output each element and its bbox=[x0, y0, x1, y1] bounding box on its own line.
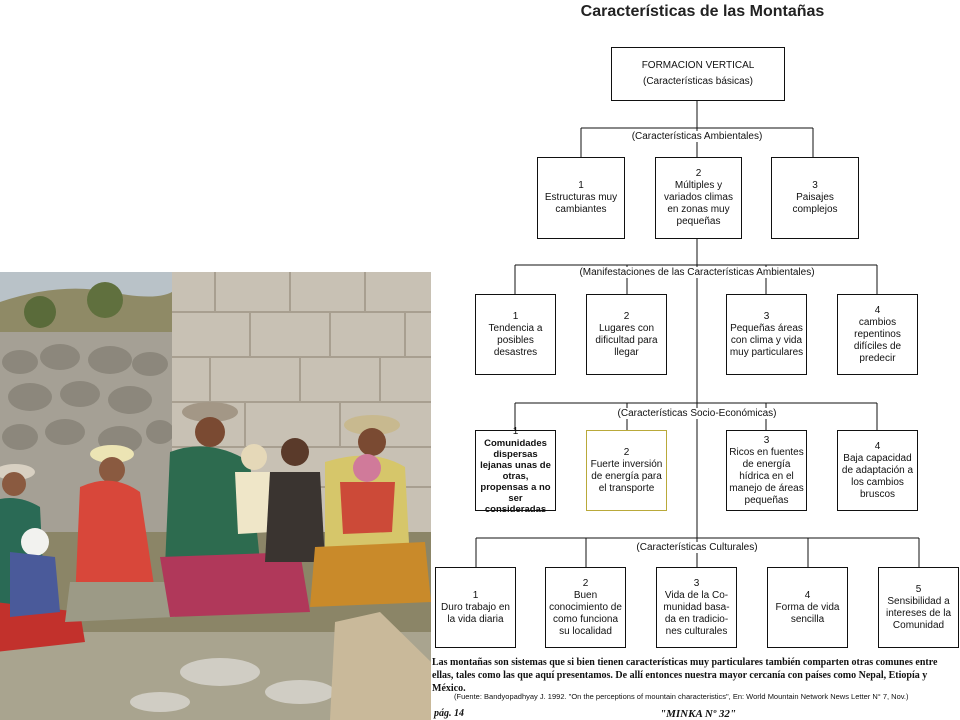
box-text: Buen conocimiento de como funciona su lo… bbox=[549, 589, 622, 637]
box-text: Lugares con dificultad para llegar bbox=[595, 322, 658, 358]
box-text: Tendencia a posibles desastres bbox=[488, 322, 543, 358]
box-text: Sensibilidad a intereses de la Comunidad bbox=[885, 595, 952, 631]
manifestacion-box-2: 2 Lugares con dificultad para llegar bbox=[586, 294, 667, 375]
box-number: 1 bbox=[512, 426, 519, 437]
ambiental-box-1: 1 Estructuras muy cambiantes bbox=[537, 157, 625, 239]
box-text: cambios repentinos difíciles de predecir bbox=[853, 316, 902, 364]
socioeconomica-box-1: 1 Comunidades dispersas lejanas unas de … bbox=[475, 426, 556, 515]
page-number: pág. 14 bbox=[434, 708, 464, 719]
box-number: 1 bbox=[578, 180, 584, 191]
box-number: 3 bbox=[693, 577, 700, 589]
box-number: 5 bbox=[915, 583, 922, 595]
socioeconomica-box-3: 3 Ricos en fuentes de energía hídrica en… bbox=[726, 430, 807, 511]
box-text: Forma de vida sencilla bbox=[775, 601, 840, 625]
group-label-culturales: (Características Culturales) bbox=[634, 542, 760, 553]
cultural-box-5: 5 Sensibilidad a intereses de la Comunid… bbox=[878, 567, 959, 648]
box-number: 2 bbox=[582, 577, 589, 589]
box-number: 4 bbox=[874, 304, 881, 316]
box-text: Múltiples y variados climas en zonas muy… bbox=[664, 180, 733, 227]
box-text: Duro trabajo en la vida diaria bbox=[441, 601, 510, 625]
box-text: Vida de la Co-munidad basa-da en tradici… bbox=[663, 589, 730, 637]
socioeconomica-box-4: 4 Baja capacidad de adaptación a los cam… bbox=[837, 430, 918, 511]
ambiental-box-3: 3 Paisajes complejos bbox=[771, 157, 859, 239]
box-number: 3 bbox=[812, 180, 818, 191]
manifestacion-box-4: 4 cambios repentinos difíciles de predec… bbox=[837, 294, 918, 375]
footnote-paragraph: Las montañas son sistemas que si bien ti… bbox=[432, 657, 938, 694]
cultural-box-4: 4 Forma de vida sencilla bbox=[767, 567, 848, 648]
box-text: Ricos en fuentes de energía hídrica en e… bbox=[729, 446, 804, 506]
cultural-box-2: 2 Buen conocimiento de como funciona su … bbox=[545, 567, 626, 648]
group-label-ambientales: (Características Ambientales) bbox=[629, 131, 765, 142]
manifestacion-box-1: 1 Tendencia a posibles desastres bbox=[475, 294, 556, 375]
socioeconomica-box-2: 2 Fuerte inversión de energía para el tr… bbox=[586, 430, 667, 511]
box-text: Baja capacidad de adaptación a los cambi… bbox=[841, 452, 914, 500]
group-label-socioeconomicas: (Características Socio-Económicas) bbox=[615, 408, 779, 419]
box-number: 4 bbox=[804, 589, 811, 601]
box-number: 3 bbox=[763, 434, 770, 446]
box-number: 3 bbox=[763, 310, 770, 322]
box-number: 2 bbox=[695, 168, 702, 179]
photo-andean-women-children bbox=[0, 272, 431, 720]
box-number: 1 bbox=[472, 589, 479, 601]
root-title: FORMACION VERTICAL bbox=[641, 60, 755, 71]
ambiental-box-2: 2 Múltiples y variados climas en zonas m… bbox=[655, 157, 742, 239]
box-number: 2 bbox=[623, 310, 630, 322]
box-text: Paisajes complejos bbox=[792, 192, 838, 215]
box-text: Estructuras muy cambiantes bbox=[544, 192, 618, 215]
diagram-title: Características de las Montañas bbox=[580, 3, 825, 20]
box-number: 4 bbox=[874, 440, 881, 452]
group-label-manifestaciones: (Manifestaciones de las Características … bbox=[577, 267, 817, 278]
root-box: FORMACION VERTICAL (Características bási… bbox=[611, 47, 785, 101]
cultural-box-3: 3 Vida de la Co-munidad basa-da en tradi… bbox=[656, 567, 737, 648]
box-number: 2 bbox=[623, 446, 630, 458]
box-text: Fuerte inversión de energía para el tran… bbox=[590, 458, 663, 494]
source-citation: (Fuente: Bandyopadhyay J. 1992. "On the … bbox=[454, 692, 909, 701]
manifestacion-box-3: 3 Pequeñas áreas con clima y vida muy pa… bbox=[726, 294, 807, 375]
box-text: Pequeñas áreas con clima y vida muy part… bbox=[729, 322, 804, 358]
cultural-box-1: 1 Duro trabajo en la vida diaria bbox=[435, 567, 516, 648]
box-text: Comunidades dispersas lejanas unas de ot… bbox=[480, 438, 551, 515]
box-number: 1 bbox=[512, 310, 519, 322]
root-subtitle: (Características básicas) bbox=[642, 76, 754, 87]
publication-name: "MINKA Nº 32" bbox=[660, 708, 737, 720]
